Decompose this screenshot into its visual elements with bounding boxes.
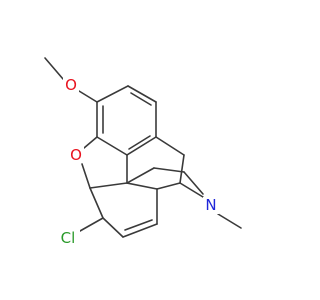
bond-o-aromatic (78, 90, 98, 103)
bond-ring-a2 (127, 85, 157, 103)
oxygen-methoxy-label: O (65, 76, 77, 94)
bond-ring-a1 (96, 85, 129, 103)
bond-aromatic-o-ether (83, 136, 98, 149)
molecular-structure-diagram: O O N Cl (44, 57, 242, 247)
bond-group (44, 57, 242, 238)
bond-ring-a2-inner (130, 92, 152, 106)
bond-c9-n (179, 182, 204, 198)
bond-c13-c15 (126, 167, 155, 184)
bond-c16-n (183, 171, 204, 195)
bond-n-methyl (217, 213, 242, 229)
bond-o-ether-c5 (81, 163, 91, 189)
bond-ring-c10 (155, 136, 185, 156)
bond-c15-c16 (153, 167, 185, 173)
bond-methyl-o (44, 57, 64, 80)
bond-c7-c8 (122, 223, 158, 238)
oxygen-ether-label: O (70, 146, 82, 164)
bond-ring-a5 (96, 136, 128, 156)
bond-c9-c14 (156, 182, 181, 190)
bond-c7-c8-inner (124, 219, 153, 231)
bond-c10-c9 (179, 154, 185, 184)
bond-c6-c7 (102, 217, 124, 238)
chlorine-label: Cl (61, 229, 76, 247)
bond-c5-c6 (89, 187, 104, 219)
bond-c14-c13 (126, 182, 158, 190)
bond-ring-a4-inner (128, 135, 151, 150)
bond-ring-a4 (126, 136, 157, 156)
atom-label-group: O O N Cl (56, 76, 219, 247)
nitrogen-label: N (205, 196, 216, 214)
bond-c5-c13 (89, 182, 128, 189)
bond-c6-cl (79, 217, 104, 232)
